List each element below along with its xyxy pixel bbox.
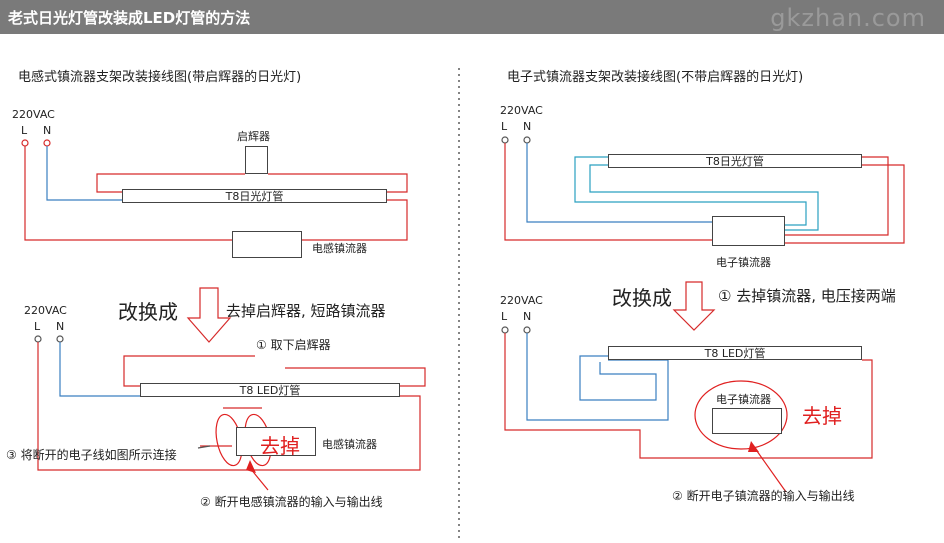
right-change-label: 改换成	[612, 286, 672, 310]
right-top-tube: T8日光灯管	[608, 154, 862, 168]
right-bottom-ballast	[712, 408, 782, 434]
right-top-wires	[501, 136, 905, 244]
left-step3: ③ 将断开的电子线如图所示连接	[6, 448, 177, 462]
right-bottom-L-label: L	[501, 310, 508, 323]
right-section-title: 电子式镇流器支架改装接线图(不带启辉器的日光灯)	[507, 70, 804, 85]
left-step2: ② 断开电感镇流器的输入与输出线	[200, 495, 383, 509]
left-top-ballast	[232, 231, 302, 258]
terminal-L	[21, 139, 29, 147]
left-change-desc: 去掉启辉器, 短路镇流器	[226, 302, 386, 320]
terminal-N2	[56, 335, 64, 343]
left-bottom-N-label: N	[56, 320, 65, 333]
starter-label: 启辉器	[237, 130, 270, 143]
right-bottom-wires	[501, 326, 873, 493]
right-step2: ② 断开电子镇流器的输入与输出线	[672, 489, 855, 503]
left-change-label: 改换成	[118, 300, 178, 324]
left-top-N-label: N	[43, 124, 52, 137]
right-change-arrow	[672, 281, 716, 331]
page-title: 老式日光灯管改装成LED灯管的方法	[8, 9, 251, 27]
left-change-arrow	[186, 287, 232, 343]
right-top-L-label: L	[501, 120, 508, 133]
right-top-ballast-label: 电子镇流器	[716, 256, 771, 269]
right-bottom-tube: T8 LED灯管	[608, 346, 862, 360]
right-top-N-label: N	[523, 120, 532, 133]
terminal-N	[43, 139, 51, 147]
left-bottom-L-label: L	[34, 320, 41, 333]
left-bottom-wires	[34, 335, 426, 491]
left-section-title: 电感式镇流器支架改装接线图(带启辉器的日光灯)	[18, 70, 302, 85]
left-top-wires	[21, 139, 408, 241]
left-bottom-ballast-label: 电感镇流器	[322, 438, 377, 451]
left-top-ballast-label: 电感镇流器	[312, 242, 367, 255]
right-bottom-N-label: N	[523, 310, 532, 323]
left-bottom-voltage: 220VAC	[24, 304, 67, 317]
left-bottom-tube: T8 LED灯管	[140, 383, 400, 397]
left-bottom-ballast	[236, 427, 316, 456]
header-bar: 老式日光灯管改装成LED灯管的方法 gkzhan.com	[0, 0, 944, 34]
right-change-desc: ① 去掉镇流器, 电压接两端	[718, 287, 896, 305]
starter-component	[245, 146, 268, 174]
left-top-voltage: 220VAC	[12, 108, 55, 121]
watermark: gkzhan.com	[770, 4, 926, 32]
right-top-voltage: 220VAC	[500, 104, 543, 117]
left-top-L-label: L	[21, 124, 28, 137]
left-remove-label: 去掉	[260, 434, 300, 458]
left-top-tube: T8日光灯管	[122, 189, 387, 203]
right-bottom-ballast-label: 电子镇流器	[716, 393, 771, 406]
left-step1: ① 取下启辉器	[256, 338, 331, 352]
right-bottom-voltage: 220VAC	[500, 294, 543, 307]
right-top-ballast	[712, 216, 785, 246]
right-remove-label: 去掉	[802, 404, 842, 428]
terminal-L2	[34, 335, 42, 343]
